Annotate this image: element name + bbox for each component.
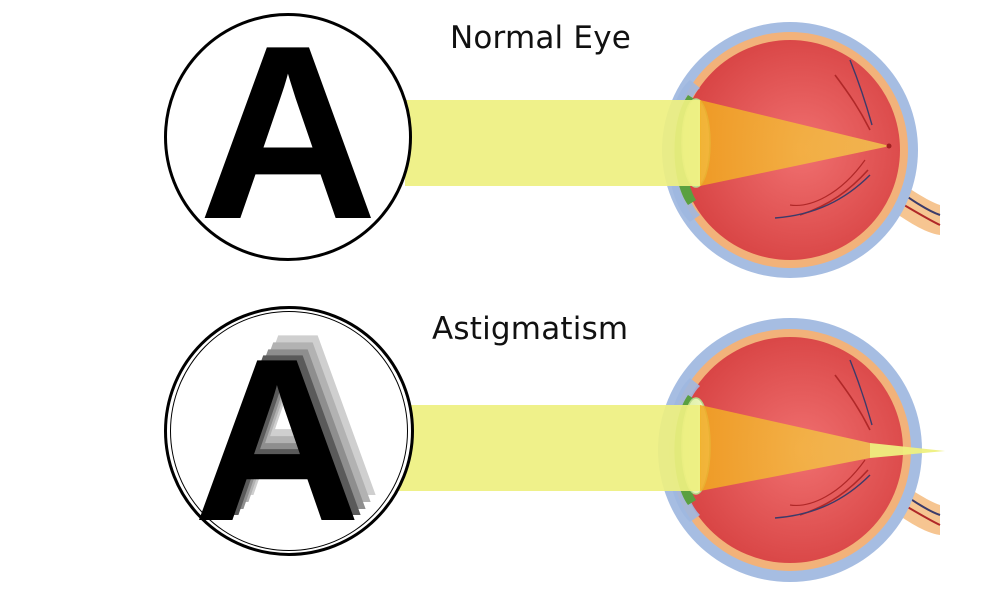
letter-chart-astigmatism-ring — [170, 311, 408, 551]
title-astigmatism: Astigmatism — [432, 311, 629, 347]
letter-ghost: A — [214, 286, 382, 545]
letter-sharp: A — [198, 0, 378, 271]
blood-vessel — [774, 174, 871, 219]
letter-chart-normal — [164, 13, 412, 261]
blood-vessel — [849, 59, 873, 126]
letter-blurred: A — [193, 311, 361, 570]
focused-cone-normal — [700, 100, 890, 186]
title-normal-eye: Normal Eye — [450, 20, 632, 56]
focused-cone-astigmatism — [700, 405, 870, 491]
letter-ghost: A — [209, 293, 377, 552]
light-beam-normal — [405, 100, 701, 186]
blood-vessel — [774, 474, 871, 519]
blood-vessel — [834, 74, 871, 131]
blood-vessel — [789, 159, 866, 207]
blood-vessel — [849, 359, 873, 426]
blood-vessel — [834, 374, 871, 431]
letter-ghost: A — [204, 300, 372, 559]
letter-ghost: A — [199, 306, 367, 565]
focus-beyond-retina — [870, 443, 945, 458]
focal-point-normal — [886, 143, 892, 149]
blood-vessel — [789, 459, 866, 507]
light-beam-astigmatism — [385, 405, 701, 491]
